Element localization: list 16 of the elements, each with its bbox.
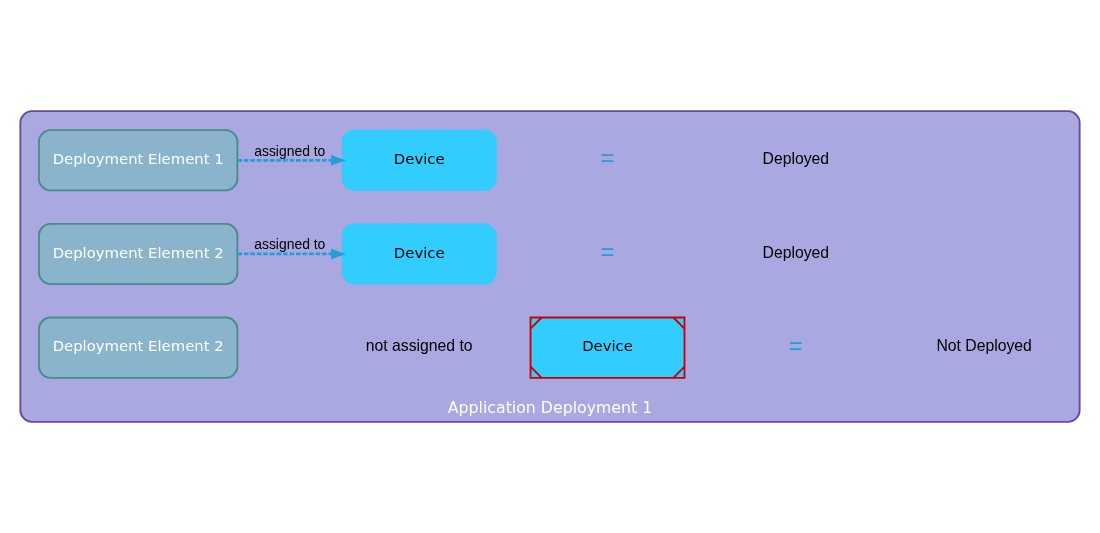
node-box: Deployment Element 2: [38, 316, 239, 379]
edge-label: assigned to: [254, 236, 326, 253]
label: =: [600, 144, 615, 172]
node-box: Device: [341, 129, 497, 191]
arrow: [237, 155, 346, 166]
arrow: [237, 248, 346, 260]
node-box: Device: [341, 223, 497, 285]
label: not assigned to: [365, 337, 473, 355]
label: Deployed: [762, 243, 830, 261]
node-box: Deployment Element 2: [38, 222, 239, 286]
label: =: [788, 331, 803, 359]
label: Not Deployed: [936, 337, 1032, 355]
label: =: [600, 237, 615, 265]
node-box: Deployment Element 1: [38, 129, 239, 192]
label: Deployed: [762, 150, 830, 168]
edge-label: assigned to: [254, 142, 326, 159]
